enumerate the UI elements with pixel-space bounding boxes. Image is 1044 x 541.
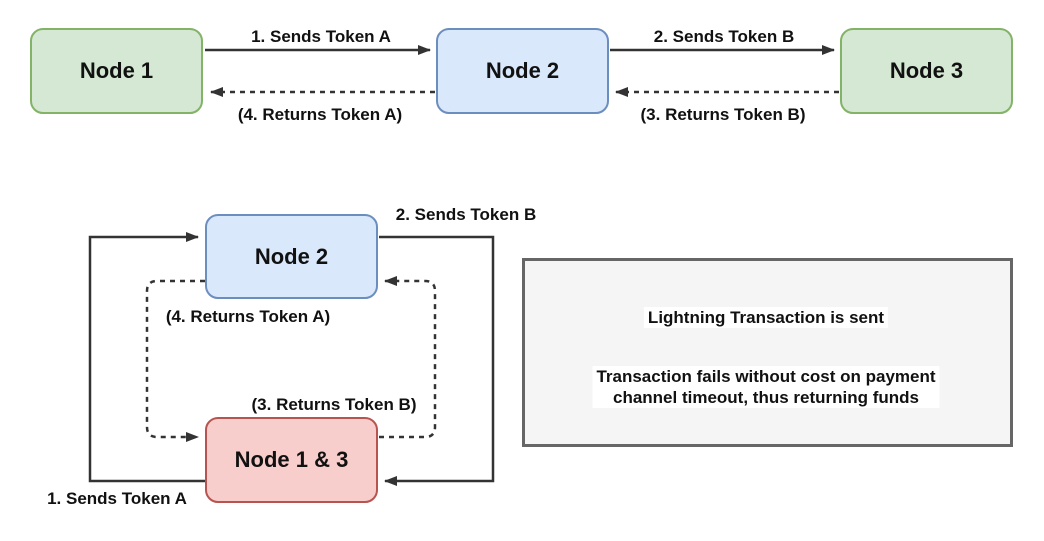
top-label-sends-token-a: 1. Sends Token A — [251, 27, 391, 46]
legend-dashed-arrow-label-line1: Transaction fails without cost on paymen… — [596, 367, 936, 386]
loop-label-returns-token-a: (4. Returns Token A) — [165, 307, 331, 326]
top-node-1: Node 1 — [30, 28, 203, 114]
top-label-returns-token-b: (3. Returns Token B) — [640, 105, 806, 124]
loop-edge-returns-token-b — [379, 276, 437, 439]
legend-box — [522, 258, 1013, 447]
top-node-2: Node 2 — [436, 28, 609, 114]
top-node-3: Node 3 — [840, 28, 1013, 114]
loop-node-2: Node 2 — [205, 214, 378, 299]
top-label-returns-token-a: (4. Returns Token A) — [237, 105, 403, 124]
legend-dashed-arrow-label-line2: channel timeout, thus returning funds — [612, 388, 919, 407]
legend-solid-arrow-label: Lightning Transaction is sent — [643, 307, 889, 328]
legend-dashed-arrow-label: Transaction fails without cost on paymen… — [592, 366, 940, 408]
loop-edge-returns-token-a — [145, 279, 205, 442]
loop-label-sends-token-a: 1. Sends Token A — [47, 489, 187, 508]
loop-edge-sends-token-a — [88, 232, 205, 483]
loop-node-1-and-3: Node 1 & 3 — [205, 417, 378, 503]
loop-edge-sends-token-b — [379, 235, 495, 486]
loop-label-sends-token-b: 2. Sends Token B — [395, 205, 537, 224]
loop-label-returns-token-b: (3. Returns Token B) — [251, 395, 417, 414]
top-label-sends-token-b: 2. Sends Token B — [653, 27, 795, 46]
